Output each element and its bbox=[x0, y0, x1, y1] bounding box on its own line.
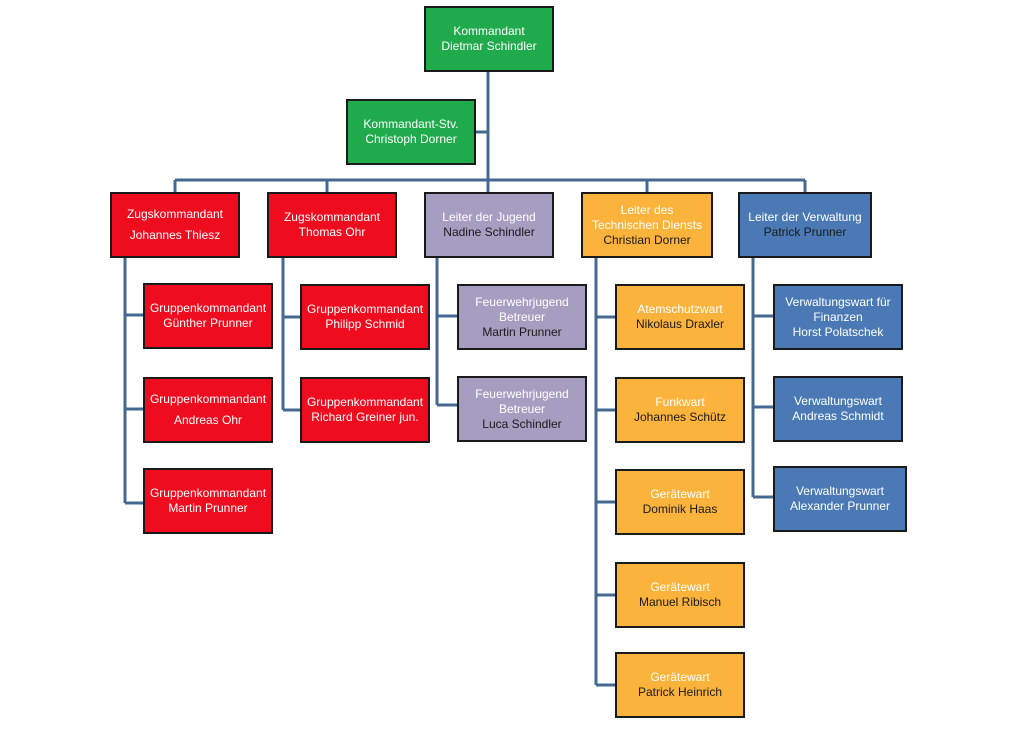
box-leiter-verwaltung: Leiter der Verwaltung Patrick Prunner bbox=[738, 192, 872, 258]
finanzen-title-1: Verwaltungswart für bbox=[785, 294, 891, 309]
box-gruppe-5: Gruppenkommandant Richard Greiner jun. bbox=[300, 377, 430, 443]
kommandant-title: Kommandant bbox=[453, 24, 525, 38]
kommandant-name: Dietmar Schindler bbox=[441, 39, 537, 53]
geraet1-name: Dominik Haas bbox=[642, 502, 718, 516]
box-kommandant-stv: Kommandant-Stv. Christoph Dorner bbox=[346, 99, 476, 165]
gruppe4-name: Philipp Schmid bbox=[325, 317, 405, 331]
box-leiter-technik: Leiter des Technischen Diensts Christian… bbox=[581, 192, 713, 258]
vw1-name: Andreas Schmidt bbox=[792, 409, 884, 423]
zug2-title: Zugskommandant bbox=[283, 210, 381, 224]
box-geraetewart-1: Gerätewart Dominik Haas bbox=[615, 469, 745, 535]
gruppe3-title: Gruppenkommandant bbox=[149, 486, 267, 500]
box-geraetewart-2: Gerätewart Manuel Ribisch bbox=[615, 562, 745, 628]
geraet3-title: Gerätewart bbox=[650, 670, 710, 684]
box-feuerwehrjugend-1: Feuerwehrjugend Betreuer Martin Prunner bbox=[457, 284, 587, 350]
fj2-title-1: Feuerwehrjugend bbox=[475, 386, 569, 401]
geraet2-title: Gerätewart bbox=[650, 580, 710, 594]
zug2-branch bbox=[281, 258, 300, 412]
kommandant-stv-name: Christoph Dorner bbox=[365, 132, 457, 146]
fj1-title-2: Betreuer bbox=[498, 309, 546, 324]
box-leiter-jugend: Leiter der Jugend Nadine Schindler bbox=[424, 192, 554, 258]
box-geraetewart-3: Gerätewart Patrick Heinrich bbox=[615, 652, 745, 718]
geraet2-name: Manuel Ribisch bbox=[638, 595, 722, 609]
gruppe1-name: Günther Prunner bbox=[163, 316, 253, 330]
technik-title-2: Technischen Diensts bbox=[591, 217, 703, 232]
atemschutz-title: Atemschutzwart bbox=[637, 302, 723, 316]
box-gruppe-2: Gruppenkommandant Andreas Ohr bbox=[143, 377, 273, 443]
gruppe2-title: Gruppenkommandant bbox=[149, 392, 267, 406]
zug1-branch bbox=[123, 258, 143, 505]
fj1-name: Martin Prunner bbox=[482, 324, 562, 339]
zug2-name: Thomas Ohr bbox=[298, 225, 366, 239]
technik-title-1: Leiter des bbox=[620, 202, 674, 217]
fj2-title-2: Betreuer bbox=[498, 401, 546, 416]
gruppe4-title: Gruppenkommandant bbox=[306, 302, 424, 316]
technik-branch bbox=[594, 258, 615, 687]
box-verwaltungswart-1: Verwaltungswart Andreas Schmidt bbox=[773, 376, 903, 442]
funk-name: Johannes Schütz bbox=[633, 410, 727, 424]
fj1-title-1: Feuerwehrjugend bbox=[475, 294, 569, 309]
finanzen-title-2: Finanzen bbox=[813, 309, 863, 324]
zug1-title: Zugskommandant bbox=[126, 207, 224, 221]
funk-title: Funkwart bbox=[655, 395, 705, 409]
verwaltung-title: Leiter der Verwaltung bbox=[748, 210, 862, 224]
geraet3-name: Patrick Heinrich bbox=[637, 685, 723, 699]
atemschutz-name: Nikolaus Draxler bbox=[635, 317, 725, 331]
gruppe2-name: Andreas Ohr bbox=[173, 413, 243, 427]
verwaltung-name: Patrick Prunner bbox=[763, 225, 847, 239]
fj2-name: Luca Schindler bbox=[482, 416, 562, 431]
finanzen-name: Horst Polatschek bbox=[792, 324, 884, 339]
box-gruppe-3: Gruppenkommandant Martin Prunner bbox=[143, 468, 273, 534]
verwaltung-branch bbox=[751, 258, 773, 499]
vw2-title: Verwaltungswart bbox=[795, 484, 885, 498]
jugend-branch bbox=[435, 258, 457, 407]
box-feuerwehrjugend-2: Feuerwehrjugend Betreuer Luca Schindler bbox=[457, 376, 587, 442]
vw1-title: Verwaltungswart bbox=[793, 394, 883, 408]
box-zugskommandant-1: Zugskommandant Johannes Thiesz bbox=[110, 192, 240, 258]
box-funkwart: Funkwart Johannes Schütz bbox=[615, 377, 745, 443]
gruppe5-title: Gruppenkommandant bbox=[306, 395, 424, 409]
zug1-name: Johannes Thiesz bbox=[129, 228, 221, 242]
technik-name: Christian Dorner bbox=[603, 232, 691, 247]
box-gruppe-1: Gruppenkommandant Günther Prunner bbox=[143, 283, 273, 349]
jugend-name: Nadine Schindler bbox=[443, 225, 535, 239]
gruppe3-name: Martin Prunner bbox=[168, 501, 248, 515]
box-verwaltungswart-finanzen: Verwaltungswart für Finanzen Horst Polat… bbox=[773, 284, 903, 350]
box-kommandant: Kommandant Dietmar Schindler bbox=[424, 6, 554, 72]
gruppe5-name: Richard Greiner jun. bbox=[311, 410, 419, 424]
box-verwaltungswart-2: Verwaltungswart Alexander Prunner bbox=[773, 466, 907, 532]
box-atemschutzwart: Atemschutzwart Nikolaus Draxler bbox=[615, 284, 745, 350]
gruppe1-title: Gruppenkommandant bbox=[149, 301, 267, 315]
kommandant-stv-title: Kommandant-Stv. bbox=[363, 117, 459, 131]
vw2-name: Alexander Prunner bbox=[789, 499, 891, 513]
jugend-title: Leiter der Jugend bbox=[442, 210, 536, 224]
geraet1-title: Gerätewart bbox=[650, 487, 710, 501]
box-gruppe-4: Gruppenkommandant Philipp Schmid bbox=[300, 284, 430, 350]
box-zugskommandant-2: Zugskommandant Thomas Ohr bbox=[267, 192, 397, 258]
